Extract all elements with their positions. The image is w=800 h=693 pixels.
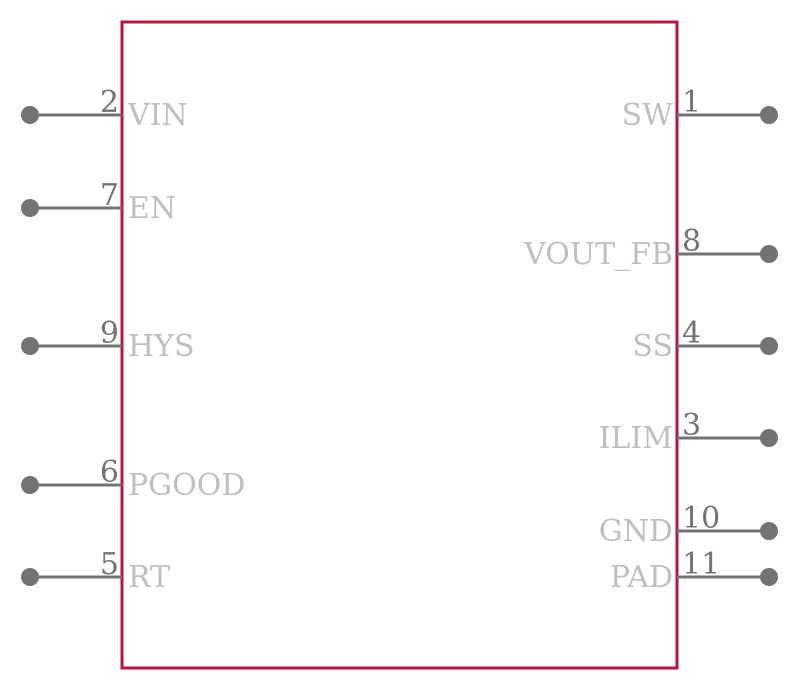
pin-name: RT xyxy=(128,560,170,595)
pin-endpoint xyxy=(21,476,39,494)
pin-name: SS xyxy=(632,329,673,364)
pin-endpoint xyxy=(760,106,778,124)
pin-name: VIN xyxy=(127,98,188,133)
pin-number: 6 xyxy=(100,455,119,490)
right-pin: 8 VOUT_FB xyxy=(523,224,778,272)
pin-endpoint xyxy=(21,337,39,355)
left-pin: 7 EN xyxy=(21,178,176,226)
pin-number: 4 xyxy=(682,316,701,351)
pin-number: 10 xyxy=(682,501,720,536)
pin-number: 9 xyxy=(100,316,119,351)
left-pin: 5 RT xyxy=(21,547,170,595)
pin-number: 7 xyxy=(100,178,119,213)
pin-name: ILIM xyxy=(599,421,673,456)
pin-number: 8 xyxy=(682,224,701,259)
left-pin: 6 PGOOD xyxy=(21,455,245,503)
pin-number: 5 xyxy=(100,547,119,582)
pin-number: 3 xyxy=(682,408,701,443)
pin-endpoint xyxy=(760,337,778,355)
pin-name: VOUT_FB xyxy=(523,237,673,272)
pin-endpoint xyxy=(21,106,39,124)
pin-name: EN xyxy=(128,191,176,226)
left-pin: 2 VIN xyxy=(21,85,188,133)
pin-endpoint xyxy=(21,568,39,586)
pin-endpoint xyxy=(760,522,778,540)
pin-name: SW xyxy=(622,98,674,133)
pin-name: PGOOD xyxy=(128,468,245,503)
pin-endpoint xyxy=(760,568,778,586)
pin-endpoint xyxy=(760,429,778,447)
pin-number: 1 xyxy=(682,85,701,120)
pin-name: GND xyxy=(599,514,673,549)
pin-endpoint xyxy=(21,199,39,217)
pin-name: HYS xyxy=(128,329,195,364)
pin-number: 11 xyxy=(682,547,720,582)
pin-endpoint xyxy=(760,245,778,263)
left-pin: 9 HYS xyxy=(21,316,195,364)
right-pin: 11 PAD xyxy=(610,547,778,595)
right-pin: 10 GND xyxy=(599,501,778,549)
pin-name: PAD xyxy=(610,560,673,595)
right-pin: 3 ILIM xyxy=(599,408,778,456)
right-pin: 1 SW xyxy=(622,85,778,133)
pin-number: 2 xyxy=(100,85,119,120)
component-body xyxy=(120,20,679,670)
right-pin: 4 SS xyxy=(632,316,778,364)
